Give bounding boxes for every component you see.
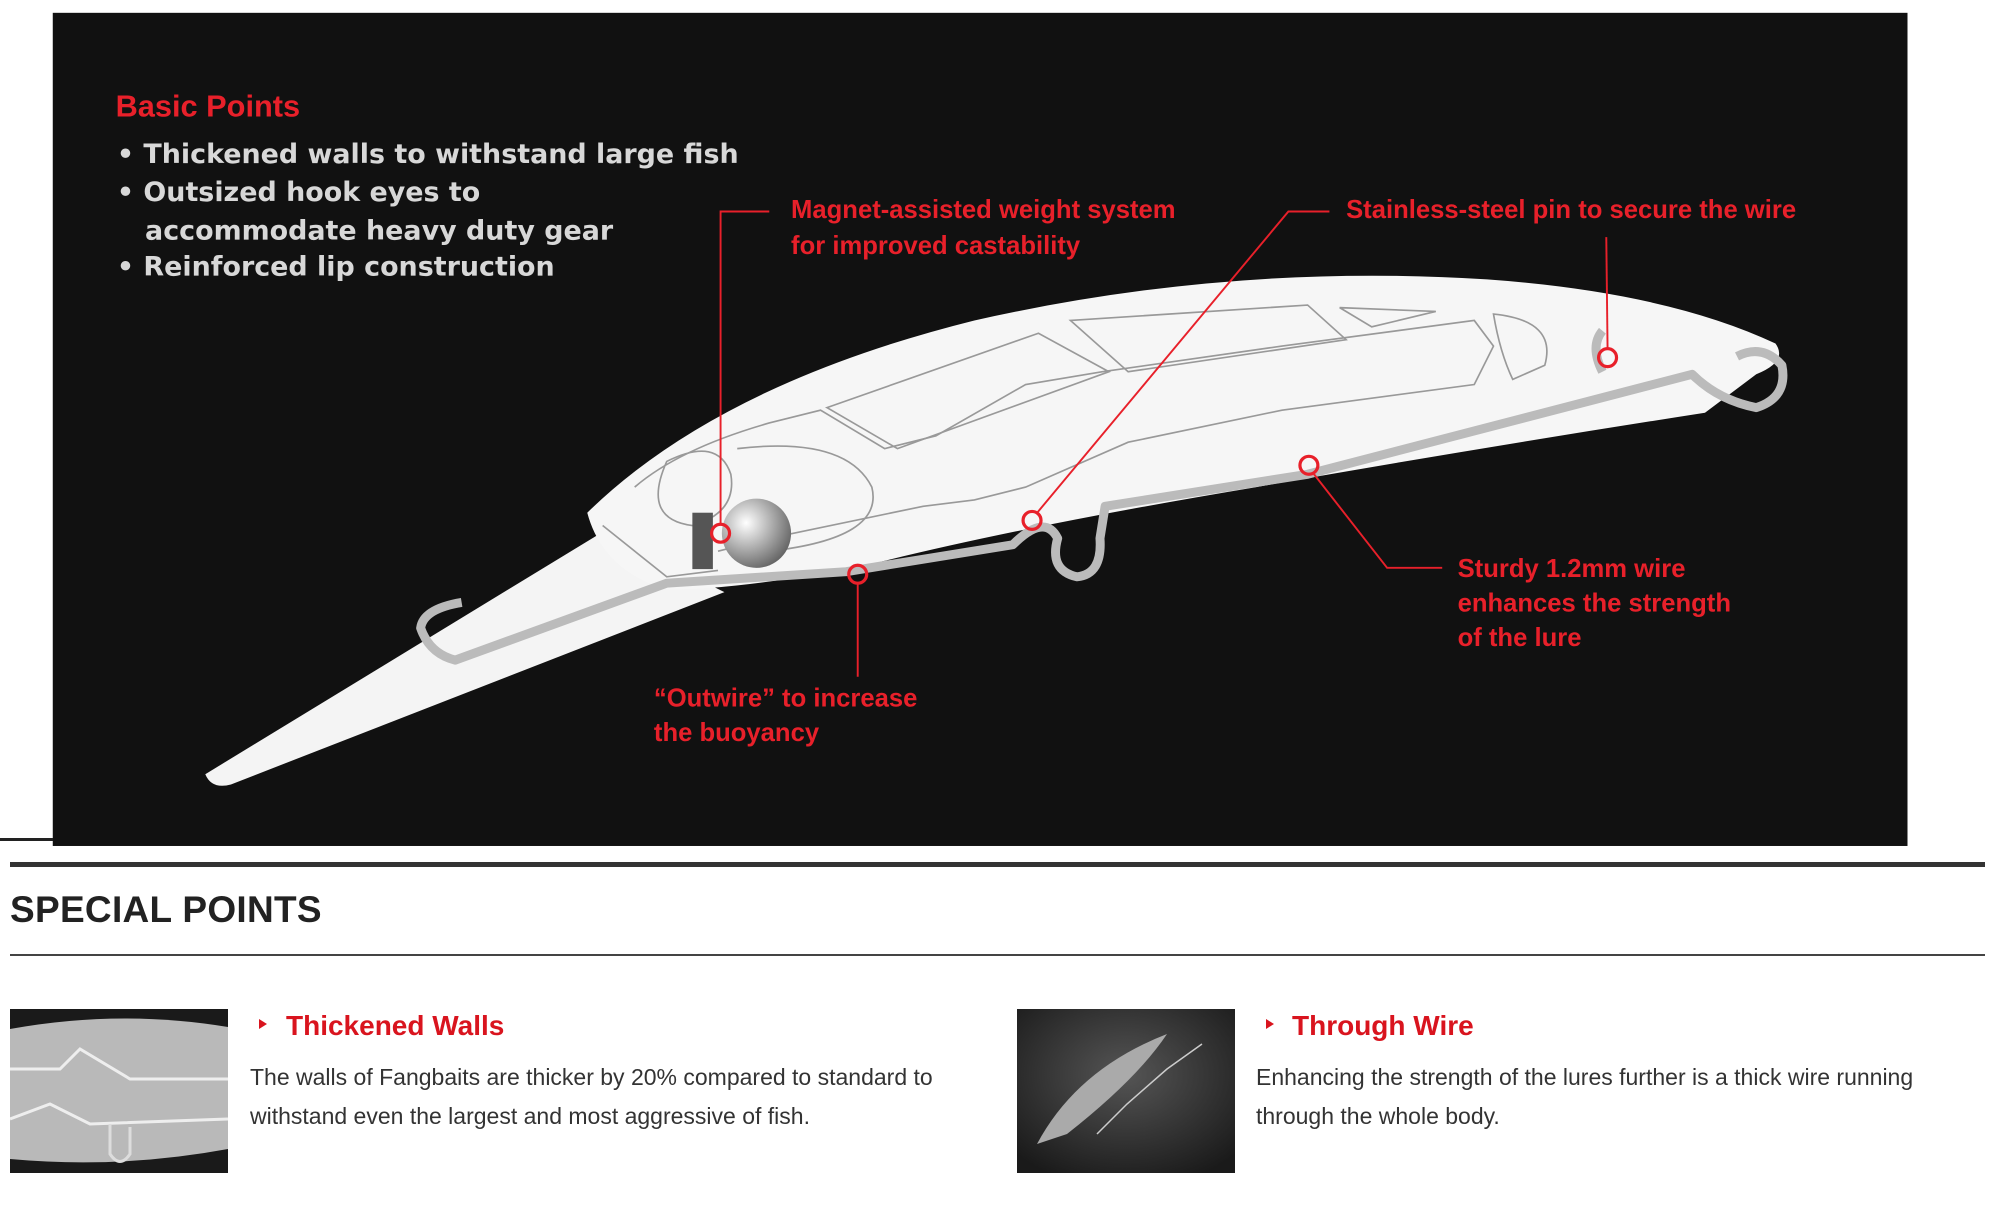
special-points-heading: SPECIAL POINTS: [10, 889, 322, 930]
section-divider-top: [10, 862, 1985, 867]
bullet-arrow-icon: [1266, 1019, 1274, 1029]
callout-wire: enhances the strength: [1458, 589, 1731, 617]
thickened-walls-image: [10, 1009, 228, 1173]
callout-magnet: for improved castability: [791, 232, 1081, 260]
bullet-arrow-icon: [259, 1019, 267, 1029]
callout-pin: Stainless-steel pin to secure the wire: [1346, 196, 1796, 224]
lure-panel-lines: [602, 304, 1548, 578]
lure-body: [587, 275, 1780, 590]
divider: [0, 838, 53, 841]
basic-points-title: Basic Points: [116, 89, 301, 124]
callout-magnet: Magnet-assisted weight system: [791, 196, 1176, 224]
basic-point-item: accommodate heavy duty gear: [145, 216, 614, 247]
callout-outwire: “Outwire” to increase: [654, 684, 917, 712]
callout-wire: of the lure: [1458, 624, 1582, 652]
callout-wire: Sturdy 1.2mm wire: [1458, 555, 1686, 583]
through-wire-image: [1017, 1009, 1235, 1173]
basic-point-item: • Thickened walls to withstand large fis…: [117, 139, 739, 170]
callout-lines: [709, 210, 1619, 677]
feature-title: Thickened Walls: [286, 1010, 505, 1041]
through-wire: [416, 327, 1788, 665]
magnet: [692, 512, 713, 570]
basic-point-item: • Outsized hook eyes to: [117, 177, 480, 208]
feature-title: Through Wire: [1292, 1010, 1474, 1041]
section-divider-bottom: [10, 954, 1985, 956]
feature-body: The walls of Fangbaits are thicker by 20…: [250, 1064, 933, 1129]
weight-ball: [721, 498, 792, 568]
basic-point-item: • Reinforced lip construction: [117, 252, 555, 283]
feature-body: Enhancing the strength of the lures furt…: [1256, 1064, 1914, 1129]
callout-outwire: the buoyancy: [654, 719, 820, 747]
